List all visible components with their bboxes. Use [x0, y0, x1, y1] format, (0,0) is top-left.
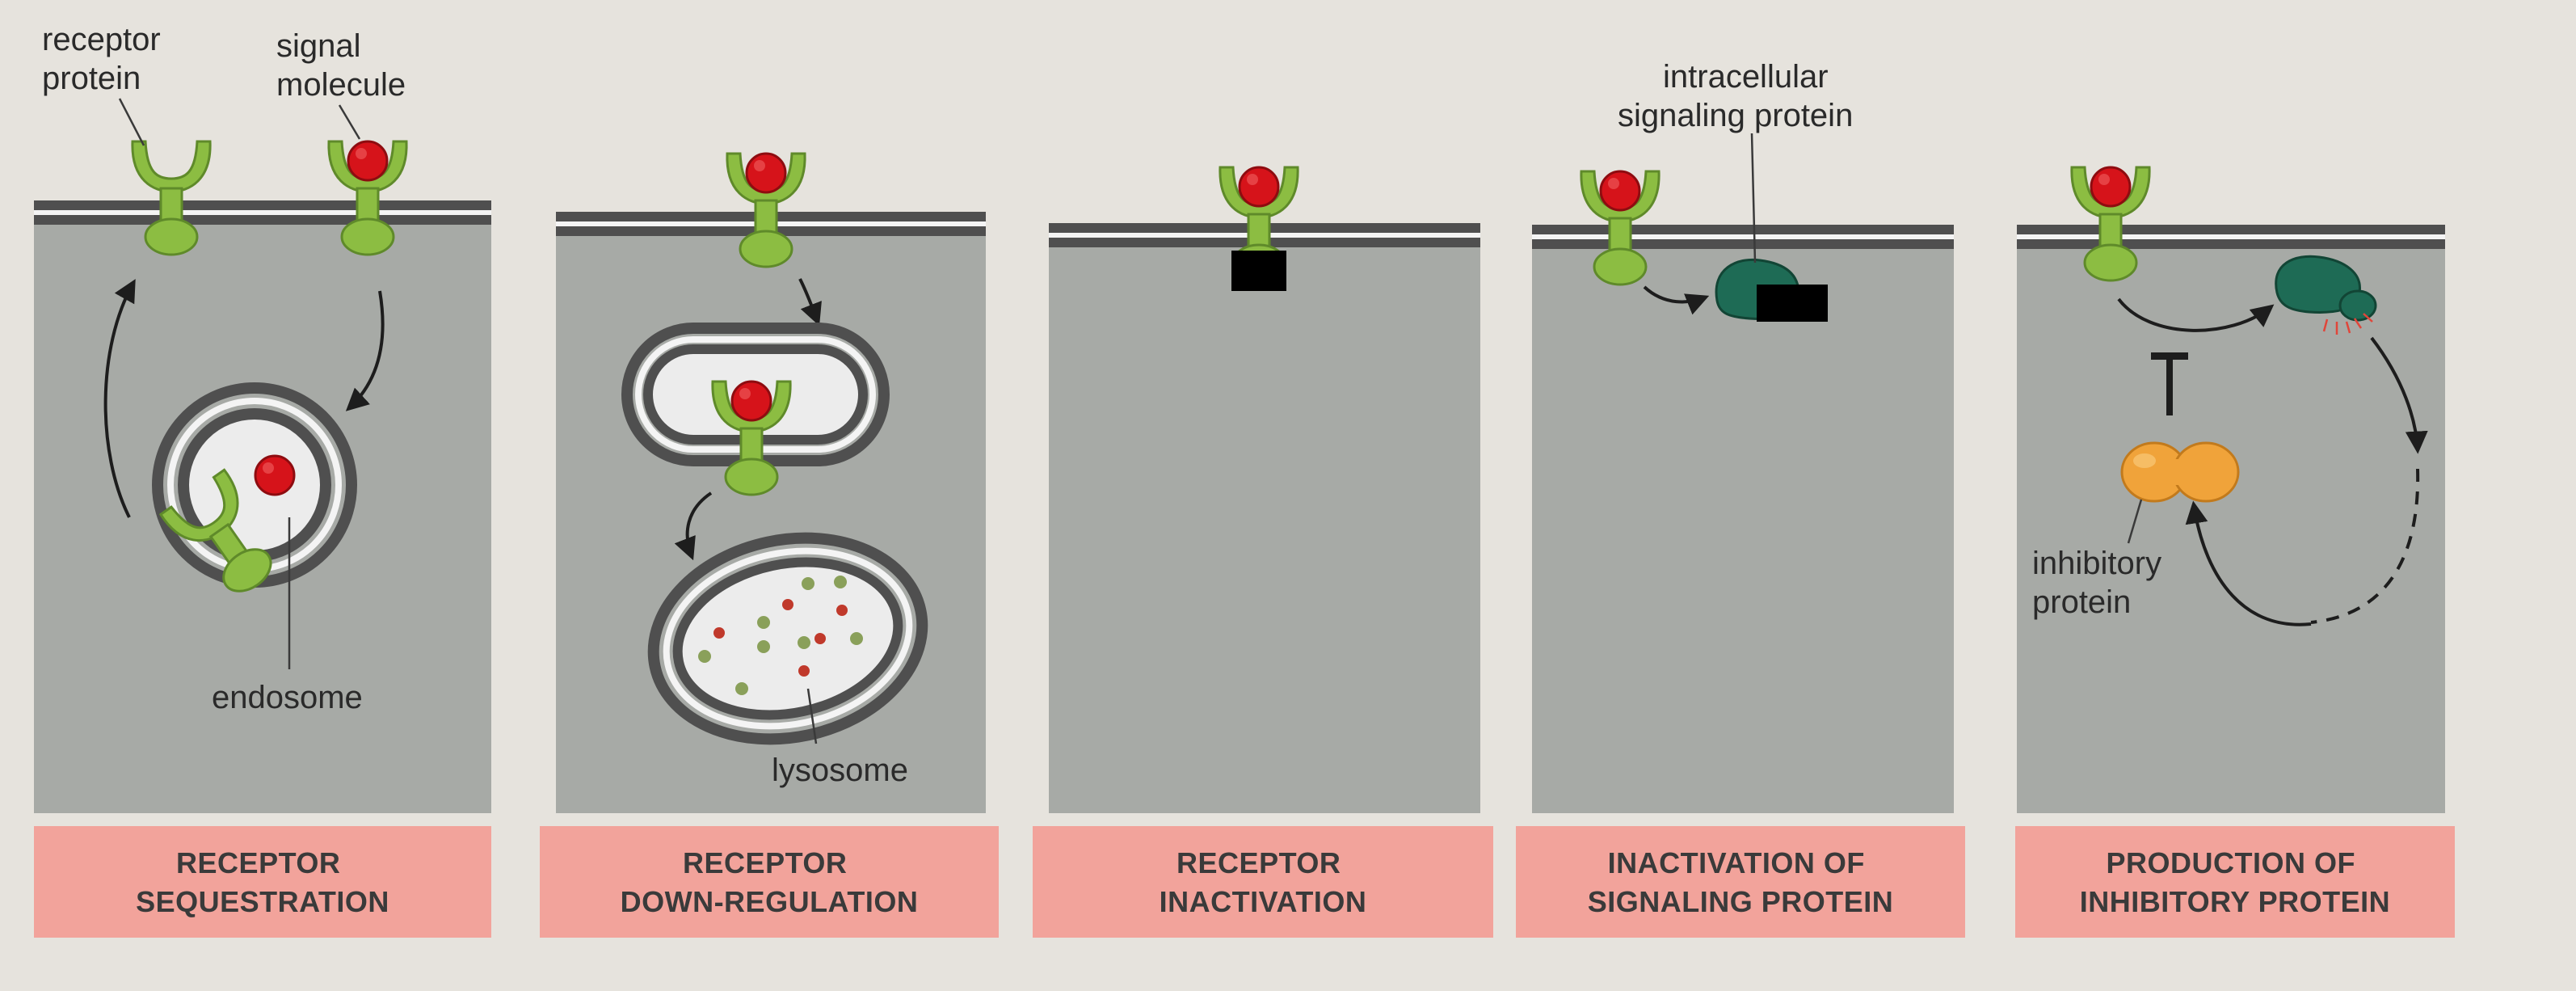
panel-receptor-inactivation: RECEPTOR INACTIVATION [1033, 166, 1493, 938]
caption-bar [1033, 826, 1493, 938]
arrow-internalization [345, 290, 385, 411]
receptor-protein-leader-line [118, 98, 145, 146]
degraded-fragments [698, 576, 863, 695]
lysosome [647, 532, 928, 745]
caption-bar [34, 826, 491, 938]
arrow-activation [2117, 297, 2275, 332]
arrow-to-lysosome [674, 491, 713, 561]
activation-burst [2322, 313, 2373, 335]
inactivation-block [1231, 251, 1286, 291]
panel-receptor-sequestration: endosome receptor protein signal molecul… [34, 22, 491, 938]
intracellular-signaling-protein [2275, 255, 2377, 322]
inhibitory-protein [2120, 441, 2240, 503]
caption-bar [1516, 826, 1965, 938]
plasma-membrane [2017, 225, 2445, 249]
plasma-membrane [34, 200, 491, 225]
receptor-protein-label: receptor protein [42, 22, 170, 96]
inhibition-bar [2151, 352, 2188, 415]
caption-receptor-inactivation: RECEPTOR INACTIVATION [1160, 846, 1367, 918]
caption-bar [540, 826, 999, 938]
endosome-label: endosome [212, 680, 363, 715]
lysosome-label: lysosome [772, 753, 908, 788]
inhibitory-protein-leader-line [2127, 499, 2143, 544]
panel-inactivation-of-signaling-protein: intracellular signaling protein INACTIVA… [1516, 59, 1965, 938]
lysosome-leader-line [806, 688, 818, 744]
caption-bar [2015, 826, 2455, 938]
caption-inactivation-of-signaling-protein: INACTIVATION OF SIGNALING PROTEIN [1588, 846, 1894, 918]
arrow-induces-expression [2370, 336, 2428, 454]
cytoplasm-area [2017, 242, 2445, 813]
caption-production-of-inhibitory-protein: PRODUCTION OF INHIBITORY PROTEIN [2080, 846, 2390, 918]
inhibitory-protein-label: inhibitory protein [2032, 546, 2170, 620]
inactivation-block [1757, 285, 1828, 322]
signal-molecule-leader-line [338, 104, 361, 140]
arrow-activation [1643, 285, 1710, 315]
caption-receptor-sequestration: RECEPTOR SEQUESTRATION [136, 846, 389, 918]
arrow-recycling [103, 279, 136, 518]
signal-molecule-in-endosome [254, 454, 296, 496]
cytoplasm-area [1532, 242, 1954, 813]
caption-receptor-down-regulation: RECEPTOR DOWN-REGULATION [621, 846, 919, 918]
intracellular-signaling-protein-label: intracellular signaling protein [1618, 59, 1853, 133]
plasma-membrane [1532, 225, 1954, 249]
signaling-protein-leader-line [1750, 133, 1757, 264]
signal-molecule-label: signal molecule [276, 28, 406, 103]
arrow-to-inhibitory-protein [2185, 500, 2312, 626]
dashed-pathway [2310, 468, 2420, 624]
cytoplasm-area [1049, 242, 1480, 813]
panel-production-of-inhibitory-protein: inhibitory protein PRODUCTION OF INHIBIT… [2015, 166, 2455, 938]
arrow-internalization [798, 278, 822, 327]
panel-receptor-down-regulation: lysosome RECEPTOR DOWN-REGULATION [540, 152, 999, 938]
